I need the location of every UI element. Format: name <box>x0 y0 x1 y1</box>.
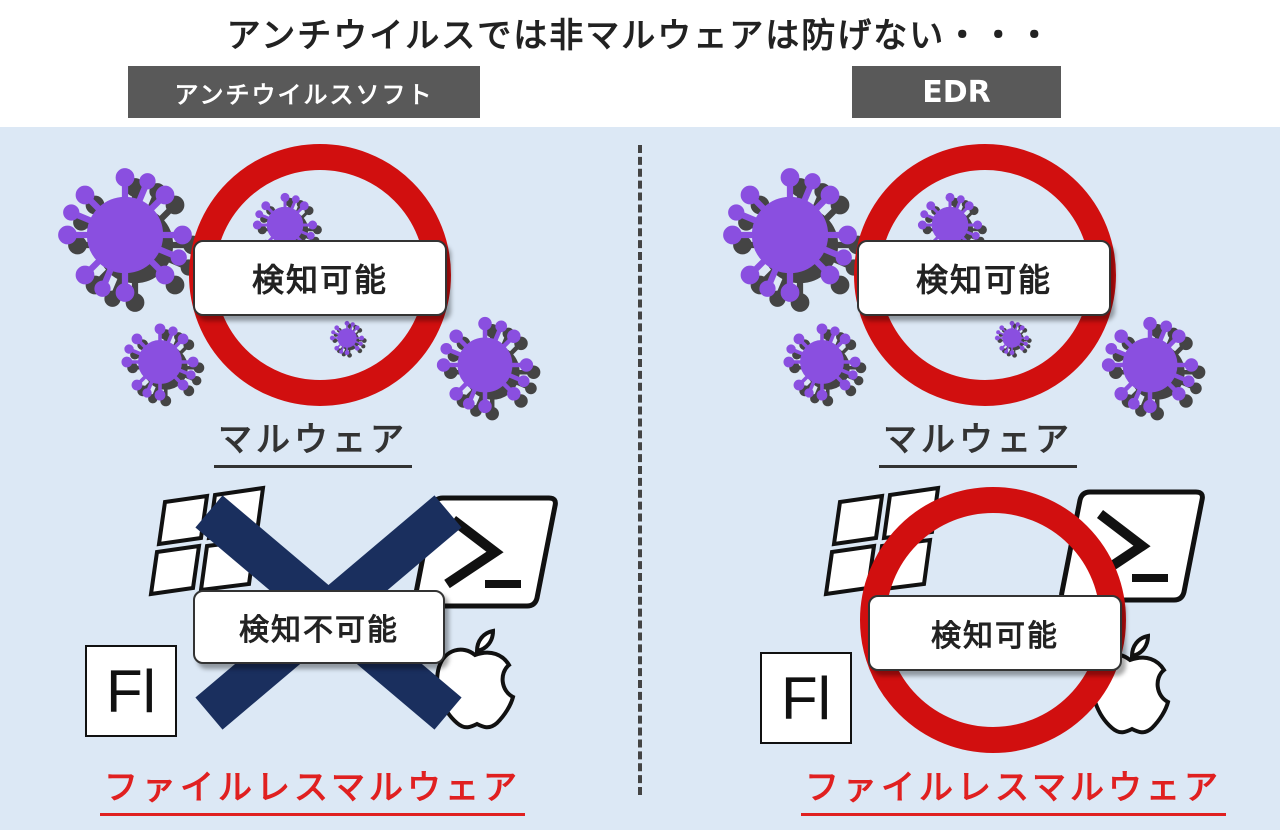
virus-icon <box>784 324 866 406</box>
virus-icon <box>724 169 867 312</box>
virus-icon <box>437 317 540 420</box>
edr-label: EDR <box>852 66 1061 118</box>
virus-icon <box>1102 317 1205 420</box>
page-title: アンチウイルスでは非マルウェアは防げない・・・ <box>226 16 1054 56</box>
edr-malware-detection-badge: 検知可能 <box>857 240 1111 316</box>
virus-icon <box>59 169 202 312</box>
edr-malware-caption: マルウェア <box>879 412 1077 468</box>
virus-icon <box>122 324 204 406</box>
av-malware-detection-badge: 検知可能 <box>193 240 447 316</box>
edr-fileless-caption: ファイルレスマルウェア <box>801 760 1226 816</box>
adobe-flash-icon: Fl <box>760 652 852 744</box>
edr-fileless-detection-badge: 検知可能 <box>868 595 1122 671</box>
av-malware-caption: マルウェア <box>214 412 412 468</box>
adobe-flash-icon: Fl <box>85 645 177 737</box>
antivirus-label: アンチウイルスソフト <box>128 66 480 118</box>
virus-icon <box>995 321 1031 357</box>
av-fileless-caption: ファイルレスマルウェア <box>100 760 525 816</box>
section-divider <box>638 145 642 795</box>
virus-icon <box>330 321 366 357</box>
av-fileless-detection-badge: 検知不可能 <box>193 590 445 664</box>
